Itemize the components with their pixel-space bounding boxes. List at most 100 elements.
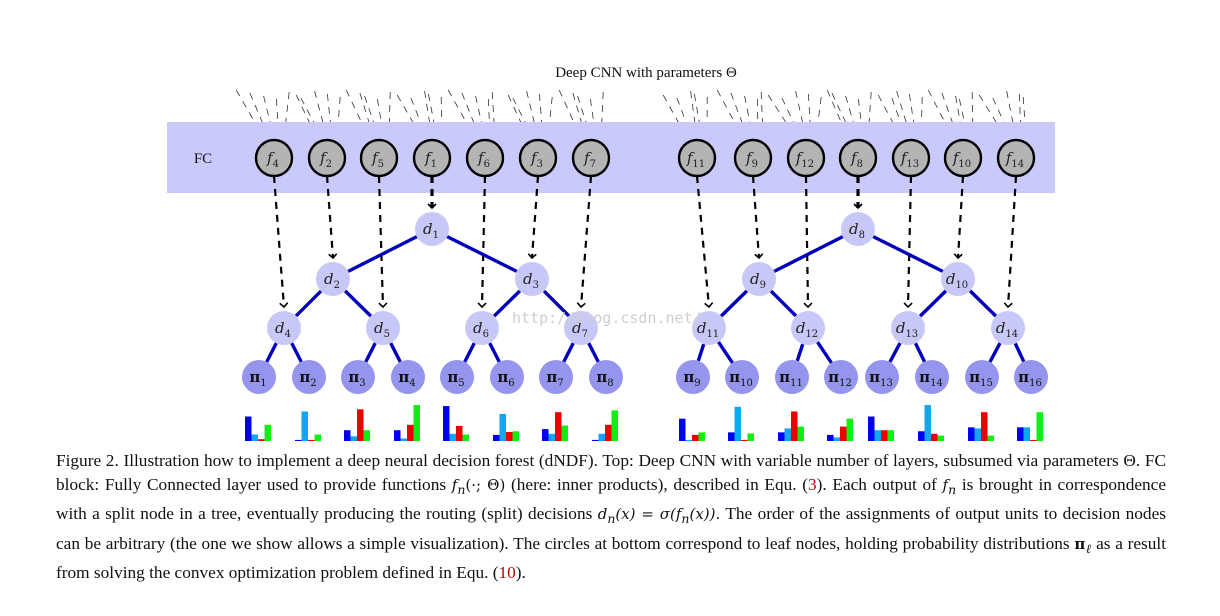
leaf-node-circle [589,360,623,394]
fc-to-split-arrows [272,175,1018,309]
cnn-input-line [1022,96,1030,139]
histogram-bar [685,439,692,441]
leaf-node-circle [915,360,949,394]
histogram-bar [344,430,351,441]
fc-to-split-arrow [477,175,487,309]
tree-edge [769,289,798,318]
split-node-label: d6 [473,319,489,340]
leaf-node: π2 [292,360,326,394]
fc-unit-node: f10 [943,138,983,178]
leaf-node-label: π10 [729,368,753,389]
caption-text: Figure 2. Illustration how to implement … [56,451,1166,495]
equation-ref-link[interactable]: 10 [498,562,516,582]
caption-math-dn: dn(x) = σ(fn(x)). [598,505,721,527]
histogram-bar [462,434,469,441]
leaf-node-circle [824,360,858,394]
equation-ref-link[interactable]: 3 [808,475,817,495]
cnn-input-line [333,96,341,139]
fc-to-split-arrow [272,175,289,309]
fc-unit-circle [254,138,294,178]
split-node: d10 [941,262,975,296]
split-node: d3 [515,262,549,296]
split-node-label: d4 [275,319,291,340]
fc-to-split-arrow [751,175,764,260]
split-node: d14 [991,311,1025,345]
split-node: d7 [564,311,598,345]
figure-caption: Figure 2. Illustration how to implement … [56,449,1166,585]
fc-unit-circle [465,138,505,178]
leaf-node-label: π13 [869,368,893,389]
leaf-histogram [394,405,420,441]
leaf-histogram [493,414,519,441]
histogram-bar [548,433,555,441]
leaf-node-circle [775,360,809,394]
histogram-bar [868,416,875,441]
split-node-circle [415,212,449,246]
leaf-node-circle [865,360,899,394]
fc-unit-label: f5 [371,149,384,170]
fc-to-split-arrow [903,175,913,309]
split-node-circle [366,311,400,345]
leaf-distributions [245,405,1043,441]
histogram-bar [301,411,308,441]
fc-to-split-arrow [527,175,540,260]
fc-unit-label: f2 [319,149,332,170]
histogram-bar [258,439,265,441]
histogram-bar [400,438,407,441]
leaf-node-circle [440,360,474,394]
histogram-bar [561,425,568,441]
cnn-input-line [917,96,925,139]
leaf-node-label: π15 [969,368,993,389]
leaf-node-label: π2 [299,368,316,389]
tree-edge [968,289,998,318]
fc-unit-label: f11 [686,149,705,170]
histogram-bar [295,439,302,441]
tree-edge [463,342,476,363]
tree-edge [717,341,734,364]
histogram-bar [592,439,599,441]
cnn-title: Deep CNN with parameters Θ [555,65,737,81]
leaf-node-label: π7 [546,368,563,389]
leaf-node-label: π16 [1018,368,1042,389]
leaf-node: π6 [490,360,524,394]
tree-edge [347,235,418,273]
tree-edge [888,342,902,363]
histogram-bar [968,427,975,441]
tree-edge [294,289,323,318]
caption-math-fn: fn [943,476,957,497]
split-node-label: d13 [896,319,918,340]
fc-unit-circle [677,138,717,178]
leaf-node: π15 [965,360,999,394]
math-subscript: n [607,511,616,527]
split-node: d2 [316,262,350,296]
split-node: d11 [692,311,726,345]
leaf-node: π4 [391,360,425,394]
math-subscript: n [681,511,690,527]
histogram-bar [846,418,853,441]
histogram-bar [827,434,834,441]
fc-unit-circle [943,138,983,178]
split-node-label: d3 [523,270,539,291]
split-node: d13 [891,311,925,345]
split-node-circle [316,262,350,296]
split-node: d9 [742,262,776,296]
histogram-bar [605,424,612,441]
fc-unit-node: f6 [465,138,505,178]
fc-to-split-arrow [953,175,965,260]
tree-edge [1013,342,1026,363]
histogram-bar [407,424,414,441]
histogram-bar [1036,412,1043,441]
cnn-input-line [813,96,822,139]
split-node: d4 [267,311,301,345]
leaf-histogram [295,411,321,441]
fc-unit-node: f2 [307,138,347,178]
caption-text: as a result from solving the convex opti… [56,533,1166,582]
leaf-node-label: π11 [779,368,803,389]
fc-unit-node: f5 [359,138,399,178]
histogram-bar [918,431,925,441]
leaf-node-circle [242,360,276,394]
leaf-node: π8 [589,360,623,394]
leaf-node-label: π8 [596,368,613,389]
tree-edge [918,289,948,318]
